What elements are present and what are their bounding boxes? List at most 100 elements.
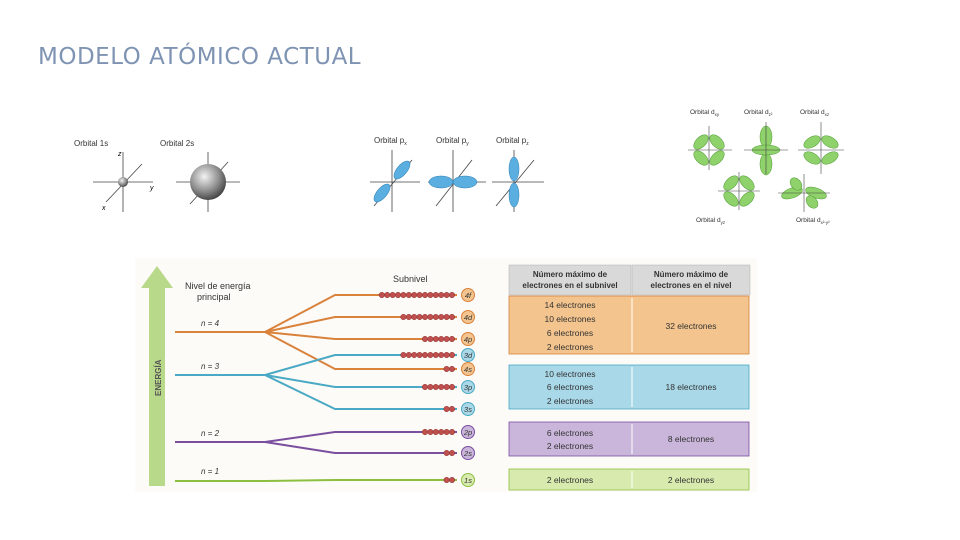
orbital-dyz-sub: yz: [721, 220, 726, 225]
pz-lobe-b: [508, 182, 520, 208]
sublevel-label-4p: 4p: [464, 335, 472, 344]
orbital-dxy-sub: xy: [715, 112, 720, 117]
electron-dot: [443, 428, 450, 435]
electron-dot: [449, 428, 456, 435]
sublevel-line: [264, 374, 457, 388]
electron-dot: [422, 383, 429, 390]
electron-dot: [449, 383, 456, 390]
orbital-py-label: Orbital p: [436, 136, 467, 145]
col-sub-line1: Número máximo de: [533, 270, 608, 279]
sublevel-badge-3d: [461, 348, 475, 362]
svg-text:Orbital dz²: Orbital dz²: [744, 109, 773, 117]
sublevel-header: Subnivel: [393, 274, 428, 284]
sublevel-badge-3s: [461, 402, 475, 416]
electron-dot: [449, 292, 456, 299]
orbital-py-sub: y: [466, 141, 469, 147]
electron-dot: [449, 365, 456, 372]
electron-dot: [443, 292, 450, 299]
level-n2: n = 2: [201, 429, 220, 438]
svg-text:Orbital dyz: Orbital dyz: [696, 217, 726, 225]
energy-axis-label: ENERGÍA: [154, 359, 163, 396]
energy-arrow: [141, 266, 173, 486]
electron-dot: [432, 292, 439, 299]
electron-dot: [443, 335, 450, 342]
electron-dot: [395, 292, 402, 299]
cell-3p: 6 electrones: [547, 382, 593, 392]
electron-dot: [400, 314, 407, 321]
electron-dot: [422, 428, 429, 435]
cell-4f: 14 electrones: [544, 300, 595, 310]
orbital-dxy-shape: [693, 134, 725, 166]
sublevel-badge-1s: [461, 473, 475, 487]
orbital-dx2y2-sub: x²-y²: [821, 220, 830, 225]
svg-text:Orbital pz: Orbital pz: [496, 136, 529, 147]
electron-dot: [432, 314, 439, 321]
cell-n2-total: 8 electrones: [668, 434, 714, 444]
cell-3d: 10 electrones: [544, 369, 595, 379]
electron-dot: [378, 292, 385, 299]
orbital-dz2-label: Orbital d: [744, 109, 769, 116]
orbital-dxz-shape: [803, 135, 839, 165]
row-box-n1: [508, 468, 750, 491]
sublevel-badge-4f: [461, 288, 475, 302]
cell-2p: 6 electrones: [547, 428, 593, 438]
electron-dot: [443, 314, 450, 321]
electron-dot: [432, 335, 439, 342]
sublevel-label-2p: 2p: [463, 428, 472, 437]
electron-dot: [400, 292, 407, 299]
electron-dots-group: [378, 292, 456, 483]
cell-4p: 6 electrones: [547, 328, 593, 338]
electron-dot: [416, 314, 423, 321]
cell-1s: 2 electrones: [547, 475, 593, 485]
electron-dot: [443, 351, 450, 358]
electron-dot: [389, 292, 396, 299]
sublevel-line: [264, 479, 457, 482]
orbital-pz-sub: z: [526, 141, 529, 147]
sublevel-label-2s: 2s: [463, 449, 472, 458]
orbital-pz-label: Orbital p: [496, 136, 527, 145]
row-box-n4: [508, 295, 750, 355]
electron-dot: [422, 351, 429, 358]
sublevel-label-4d: 4d: [464, 313, 473, 322]
axis-y-label: y: [149, 185, 154, 192]
electron-dot: [432, 428, 439, 435]
cell-3s: 2 electrones: [547, 396, 593, 406]
electron-dot: [416, 292, 423, 299]
electron-dot: [427, 314, 434, 321]
energy-level-diagram: ENERGÍA Nivel de energía principal Subni…: [135, 258, 757, 492]
cell-n3-total: 18 electrones: [665, 382, 716, 392]
cell-4d: 10 electrones: [544, 314, 595, 324]
orbital-dx2y2-label: Orbital d: [796, 217, 821, 224]
electron-dot: [422, 292, 429, 299]
electron-dot: [438, 314, 445, 321]
py-lobe-b: [452, 175, 478, 189]
electron-dot: [427, 428, 434, 435]
sublevel-label-3p: 3p: [464, 383, 472, 392]
electron-dot: [427, 383, 434, 390]
sublevel-badge-4s: [461, 362, 475, 376]
sublevel-line: [264, 331, 457, 370]
svg-text:Orbital dxy: Orbital dxy: [690, 109, 720, 117]
level-n3: n = 3: [201, 362, 220, 371]
electron-dot: [449, 449, 456, 456]
table-header-level: [631, 264, 751, 296]
sublevel-line: [264, 441, 457, 454]
electron-dot: [427, 351, 434, 358]
electron-dot: [384, 292, 391, 299]
svg-text:Orbital px: Orbital px: [374, 136, 407, 147]
axis-x-label: x: [101, 205, 106, 212]
electron-dot: [422, 314, 429, 321]
col-level-line2: electrones en el nivel: [651, 281, 732, 290]
axis-z-label: z: [117, 151, 122, 158]
electron-dot: [449, 314, 456, 321]
electron-dot: [422, 335, 429, 342]
electron-dot: [405, 314, 412, 321]
electron-dot: [427, 292, 434, 299]
electron-dot: [405, 351, 412, 358]
svg-text:Orbital py: Orbital py: [436, 136, 469, 147]
electron-dot: [438, 335, 445, 342]
cell-n4-total: 32 electrones: [665, 321, 716, 331]
electron-dot: [438, 292, 445, 299]
sublevel-label-3d: 3d: [464, 351, 473, 360]
sublevel-badge-4p: [461, 332, 475, 346]
